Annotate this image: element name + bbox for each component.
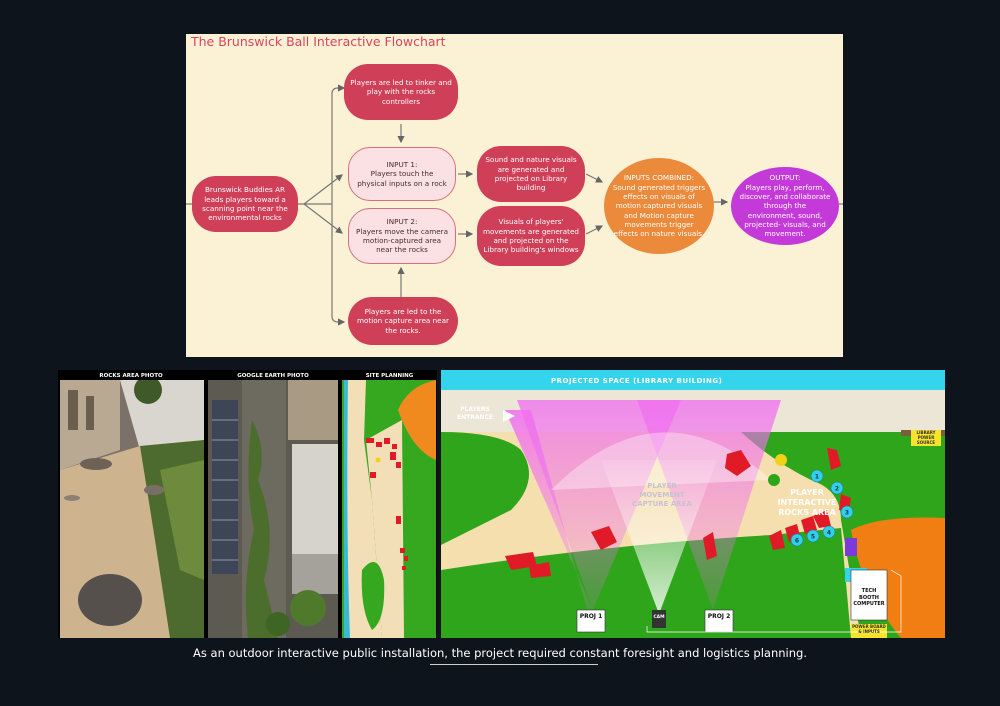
site-planning-title: SITE PLANNING — [365, 373, 414, 379]
player-visuals-node: Visuals of players' movements are genera… — [477, 206, 585, 266]
input2-node: INPUT 2: Players move the camera motion-… — [348, 208, 456, 264]
flowchart-title: The Brunswick Ball Interactive Flowchart — [191, 34, 446, 49]
input2-body: Players move the camera motion-captured … — [356, 226, 448, 255]
rocks-area-label: PLAYER INTERACTIVE ROCKS AREA — [777, 488, 837, 517]
rock-number-6: 6 — [795, 538, 799, 545]
motion-node: Players are led to the motion capture ar… — [348, 297, 458, 345]
combined-title: INPUTS COMBINED: — [623, 173, 695, 183]
rock-number-1: 1 — [815, 474, 819, 481]
caption-underline — [430, 664, 598, 665]
projected-space-label: PROJECTED SPACE (LIBRARY BUILDING) — [551, 377, 723, 385]
rock-number-3: 3 — [845, 510, 849, 517]
combined-body: Sound generated triggers effects on visu… — [612, 182, 706, 239]
proj1-label: PROJ 1 — [579, 613, 603, 620]
players-entrance-label: PLAYERS ENTRANCE — [457, 406, 493, 421]
power-board-label: POWER BOARD & INPUTS — [852, 624, 886, 634]
rocks-photo-title: ROCKS AREA PHOTO — [99, 373, 163, 379]
caption: As an outdoor interactive public install… — [193, 646, 807, 660]
input1-node: INPUT 1: Players touch the physical inpu… — [348, 147, 456, 201]
cam-label: CAM — [653, 615, 665, 620]
google-earth-title: GOOGLE EARTH PHOTO — [237, 373, 309, 379]
rock-number-5: 5 — [811, 534, 815, 541]
tinker-node: Players are led to tinker and play with … — [344, 64, 458, 120]
flowchart-connectors — [186, 84, 843, 326]
library-power-label: LIBRARY POWER SOURCE — [916, 430, 936, 445]
sound-visuals-node: Sound and nature visuals are generated a… — [477, 146, 585, 202]
input2-title: INPUT 2: — [386, 217, 418, 227]
rock-number-4: 4 — [827, 530, 831, 537]
tech-booth-label: TECH BOOTH COMPUTER — [853, 588, 885, 607]
google-earth-photo — [208, 380, 338, 638]
rock-number-2: 2 — [835, 486, 839, 493]
output-body: Players play, perform, discover, and col… — [739, 182, 831, 239]
capture-area-label: PLAYER MOVEMENT CAPTURE AREA — [632, 482, 692, 509]
output-node: OUTPUT: Players play, perform, discover,… — [731, 167, 839, 245]
photos-strip: ROCKS AREA PHOTO GOOGLE EARTH PHOTO SITE… — [58, 370, 437, 638]
start-node: Brunswick Buddies AR leads players towar… — [192, 176, 298, 232]
site-map: 1 2 3 4 5 6 PROJECTED SPACE (LIBRARY BUI… — [441, 370, 945, 638]
rocks-area-photo — [60, 380, 204, 638]
site-planning-map — [342, 380, 436, 638]
output-title: OUTPUT: — [769, 173, 801, 183]
flowchart-panel: The Brunswick Ball Interactive Flowchart… — [186, 34, 843, 357]
inputs-combined-node: INPUTS COMBINED: Sound generated trigger… — [604, 158, 714, 254]
proj2-label: PROJ 2 — [707, 613, 731, 620]
input1-body: Players touch the physical inputs on a r… — [357, 169, 447, 188]
input1-title: INPUT 1: — [386, 159, 418, 169]
